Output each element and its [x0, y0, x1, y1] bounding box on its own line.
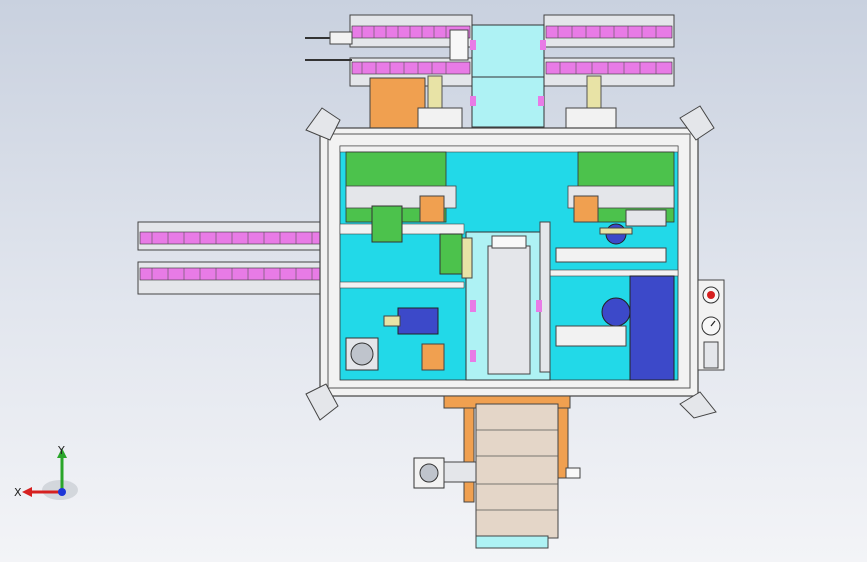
- pressure-gauge-icon: [701, 316, 721, 336]
- central-linear-module: [461, 221, 551, 381]
- coordinate-triad-icon: Y X: [14, 444, 78, 500]
- x-axis-label: X: [14, 486, 22, 499]
- pneumatic-panel: [697, 279, 725, 371]
- y-axis-label: Y: [57, 444, 65, 457]
- corner-brackets: [305, 105, 717, 421]
- bottom-drive-assembly: [413, 395, 581, 549]
- green-mounting-plates: [345, 151, 675, 275]
- stepper-motor-icon: [345, 307, 445, 371]
- top-conveyor-assembly: [305, 14, 675, 137]
- right-actuator-group: [555, 223, 675, 381]
- left-conveyor: [137, 221, 329, 295]
